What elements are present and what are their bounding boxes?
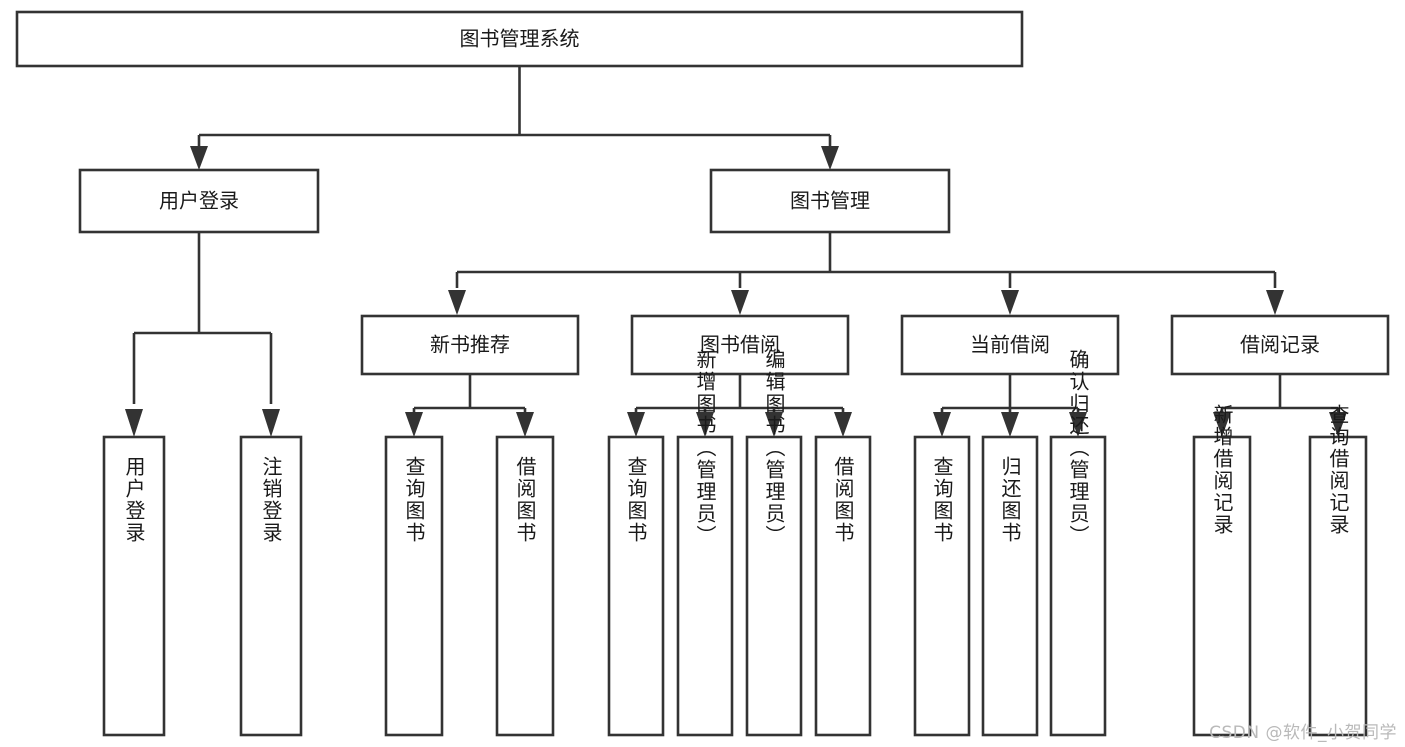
node-current-borrow-label: 当前借阅 bbox=[970, 333, 1050, 357]
node-current-borrow[interactable]: 当前借阅 bbox=[900, 314, 1120, 376]
node-borrow-record[interactable]: 借阅记录 bbox=[1170, 314, 1390, 376]
node-leaf-logout-label: 注销登录 bbox=[259, 456, 283, 544]
node-leaf-newbook-query[interactable]: 查询图书 bbox=[384, 435, 444, 737]
node-leaf-user-login-label: 用户登录 bbox=[122, 456, 146, 544]
node-book-management[interactable]: 图书管理 bbox=[709, 168, 951, 234]
arrow-head-current-leaf3 bbox=[1069, 412, 1087, 437]
node-leaf-borrow-add[interactable]: 新增图书（管理员） bbox=[676, 349, 734, 737]
node-root-label: 图书管理系统 bbox=[460, 27, 580, 51]
node-leaf-newbook-borrow-label: 借阅图书 bbox=[513, 456, 537, 544]
node-leaf-current-confirm-label: 确认归还（管理员） bbox=[1066, 349, 1090, 547]
node-leaf-borrow-do[interactable]: 借阅图书 bbox=[814, 435, 872, 737]
node-leaf-record-query[interactable]: 查询借阅记录 bbox=[1308, 404, 1368, 737]
arrow-head-newbook-leaf2 bbox=[516, 412, 534, 437]
node-user-login-label: 用户登录 bbox=[159, 189, 239, 213]
arrow-head-borrow-leaf2 bbox=[696, 412, 714, 437]
node-leaf-current-confirm[interactable]: 确认归还（管理员） bbox=[1049, 349, 1107, 737]
node-leaf-borrow-edit[interactable]: 编辑图书（管理员） bbox=[745, 349, 803, 737]
node-leaf-record-add[interactable]: 新增借阅记录 bbox=[1192, 404, 1252, 737]
arrow-head-borrow-leaf3 bbox=[765, 412, 783, 437]
node-book-management-label: 图书管理 bbox=[790, 189, 870, 213]
node-leaf-borrow-edit-label: 编辑图书（管理员） bbox=[762, 349, 786, 547]
arrow-head-record bbox=[1266, 290, 1284, 315]
node-user-login[interactable]: 用户登录 bbox=[78, 168, 320, 234]
arrow-head-newbook-leaf1 bbox=[405, 412, 423, 437]
node-book-borrow[interactable]: 图书借阅 bbox=[630, 314, 850, 376]
arrow-head-user-login-leaf1 bbox=[125, 409, 143, 437]
arrow-head-user-login-leaf2 bbox=[262, 409, 280, 437]
node-leaf-logout[interactable]: 注销登录 bbox=[239, 435, 303, 737]
node-leaf-newbook-borrow[interactable]: 借阅图书 bbox=[495, 435, 555, 737]
arrow-head-user-login bbox=[190, 146, 208, 170]
arrow-head-record-leaf2 bbox=[1329, 412, 1347, 437]
node-leaf-record-add-label: 新增借阅记录 bbox=[1210, 404, 1234, 536]
node-leaf-newbook-query-label: 查询图书 bbox=[402, 456, 426, 544]
arrow-head-book-mgmt bbox=[821, 146, 839, 170]
arrow-head-record-leaf1 bbox=[1213, 412, 1231, 437]
node-leaf-current-query[interactable]: 查询图书 bbox=[913, 435, 971, 737]
node-leaf-user-login[interactable]: 用户登录 bbox=[102, 435, 166, 737]
node-root[interactable]: 图书管理系统 bbox=[15, 10, 1024, 68]
node-new-book-recommend-label: 新书推荐 bbox=[430, 333, 510, 357]
arrow-head-current bbox=[1001, 290, 1019, 315]
node-leaf-borrow-query[interactable]: 查询图书 bbox=[607, 435, 665, 737]
node-leaf-current-return[interactable]: 归还图书 bbox=[981, 435, 1039, 737]
node-new-book-recommend[interactable]: 新书推荐 bbox=[360, 314, 580, 376]
node-leaf-borrow-query-label: 查询图书 bbox=[624, 456, 648, 544]
node-leaf-borrow-do-label: 借阅图书 bbox=[831, 456, 855, 544]
arrow-head-borrow bbox=[731, 290, 749, 315]
node-borrow-record-label: 借阅记录 bbox=[1240, 333, 1320, 357]
node-leaf-current-query-label: 查询图书 bbox=[930, 456, 954, 544]
arrow-head-borrow-leaf1 bbox=[627, 412, 645, 437]
node-leaf-record-query-label: 查询借阅记录 bbox=[1326, 404, 1350, 536]
arrow-head-borrow-leaf4 bbox=[834, 412, 852, 437]
node-leaf-current-return-label: 归还图书 bbox=[998, 456, 1022, 544]
arrow-head-newbook bbox=[448, 290, 466, 315]
arrow-head-current-leaf1 bbox=[933, 412, 951, 437]
arrow-head-current-leaf2 bbox=[1001, 412, 1019, 437]
node-leaf-borrow-add-label: 新增图书（管理员） bbox=[693, 349, 717, 547]
node-book-borrow-label: 图书借阅 bbox=[700, 333, 780, 357]
